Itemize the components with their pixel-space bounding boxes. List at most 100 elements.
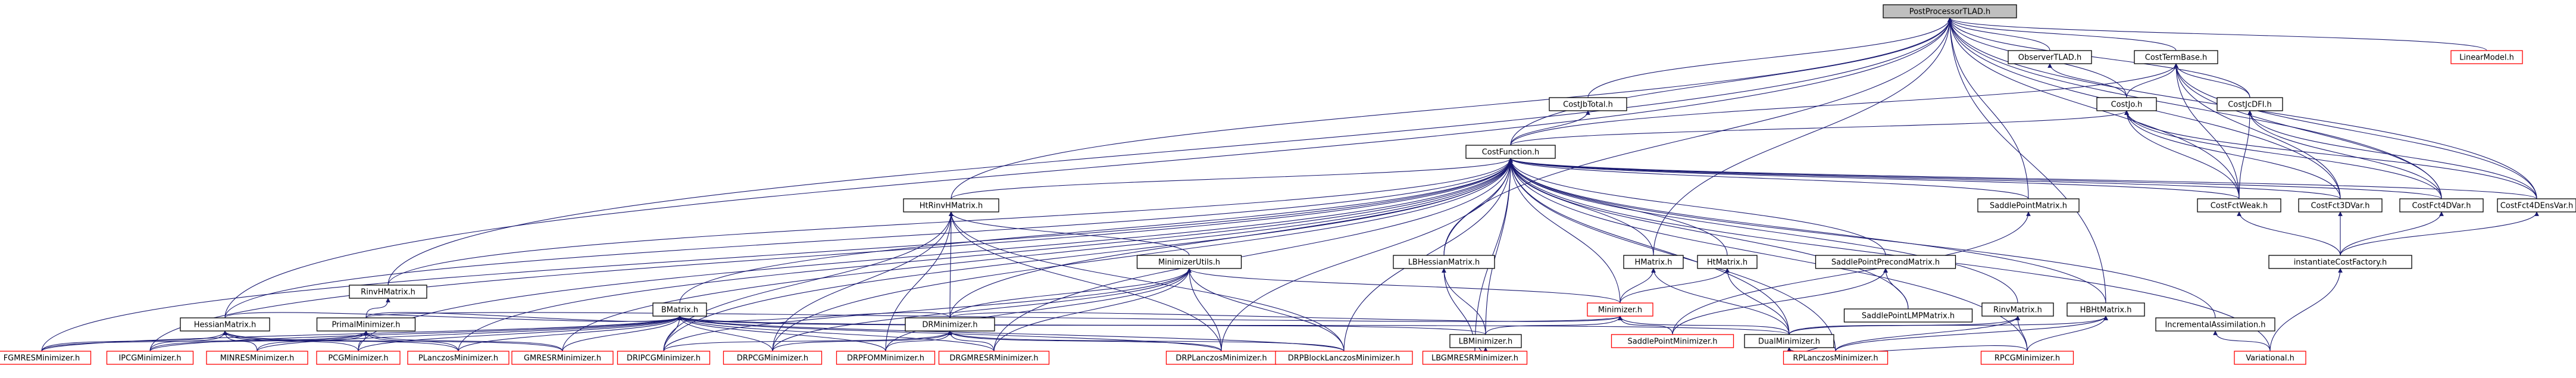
node-primalminimizer[interactable]: PrimalMinimizer.h [316, 317, 416, 332]
edge-cfw-to-cjcdfi [2239, 110, 2252, 199]
edge-dualm-to-htm [1725, 268, 1790, 335]
node-drminimizer[interactable]: DRMinimizer.h [905, 317, 995, 332]
node-rinvhmatrix[interactable]: RinvHMatrix.h [349, 285, 427, 299]
node-label: DualMinimizer.h [1758, 338, 1820, 346]
node-costjbtotal[interactable]: CostJbTotal.h [1549, 97, 1627, 111]
node-box [180, 317, 270, 332]
node-costtermbase[interactable]: CostTermBase.h [2134, 50, 2218, 64]
node-drpfomminimizer[interactable]: DRPFOMMinimizer.h [836, 351, 936, 365]
edge-linmod-to-root [1947, 17, 2487, 51]
node-box [903, 198, 999, 213]
edge-c3d-to-cfun [1508, 158, 2341, 199]
node-drgmresrminimizer[interactable]: DRGMRESRMinimizer.h [938, 351, 1050, 365]
edge-sppm-to-cfun [1508, 158, 1886, 256]
edge-drplan-to-drm [948, 330, 1222, 352]
edge-hessm-to-cfun [224, 158, 1513, 318]
edge-drpcg-to-cfun [772, 158, 1513, 352]
node-hbhtmatrix[interactable]: HBHtMatrix.h [2067, 302, 2145, 317]
node-costfunction[interactable]: CostFunction.h [1465, 145, 1556, 159]
node-gmresrminimizer[interactable]: GMRESRMinimizer.h [511, 351, 614, 365]
node-hessianmatrix[interactable]: HessianMatrix.h [180, 317, 270, 332]
node-box [206, 351, 308, 365]
node-incrementalassimilation[interactable]: IncrementalAssimilation.h [2155, 317, 2275, 332]
node-minimizer[interactable]: Minimizer.h [1587, 302, 1653, 317]
edge-lbm-to-bm [677, 315, 1486, 335]
node-saddlepointminimizer[interactable]: SaddlePointMinimizer.h [1611, 334, 1734, 348]
node-ipcgminimizer[interactable]: IPCGMinimizer.h [106, 351, 194, 365]
node-label: FGMRESMinimizer.h [4, 354, 80, 363]
edge-minz-to-htm [1620, 268, 1730, 304]
edge-var-to-icf [2269, 268, 2343, 352]
node-lbminimizer[interactable]: LBMinimizer.h [1449, 334, 1522, 348]
node-box [2155, 317, 2275, 332]
edge-pcg-to-bm [358, 315, 682, 352]
node-drpcgminimizer[interactable]: DRPCGMinimizer.h [723, 351, 823, 365]
node-lbgmresrminimizer[interactable]: LBGMRESRMinimizer.h [1422, 351, 1528, 365]
edge-pcg-to-hessm [223, 330, 359, 352]
node-label: PostProcessorTLAD.h [1909, 8, 1991, 17]
node-costfctweak[interactable]: CostFctWeak.h [2197, 198, 2281, 213]
edge-rplan-to-rinvm [1835, 315, 2020, 352]
node-label: LBGMRESRMinimizer.h [1431, 354, 1518, 363]
edge-hth-to-cfun [951, 158, 1513, 199]
node-lbhessianmatrix[interactable]: LBHessianMatrix.h [1393, 255, 1495, 269]
node-dualminimizer[interactable]: DualMinimizer.h [1744, 334, 1834, 348]
node-variational[interactable]: Variational.h [2234, 351, 2306, 365]
node-observertlad[interactable]: ObserverTLAD.h [2008, 50, 2092, 64]
node-htmatrix[interactable]: HtMatrix.h [1697, 255, 1758, 269]
node-label: CostFunction.h [1482, 148, 1540, 157]
node-costfct4densvar[interactable]: CostFct4DEnsVar.h [2497, 198, 2576, 213]
edge-c3d-to-cjo [2124, 110, 2341, 199]
node-saddlepointlmpmatrix[interactable]: SaddlePointLMPMatrix.h [1843, 308, 1973, 323]
edge-drgmresr-to-mu [993, 268, 1192, 352]
node-minimizerutils[interactable]: MinimizerUtils.h [1136, 255, 1242, 269]
edge-dualm-to-hbhm [1789, 315, 2108, 335]
node-instantiatecostfactory[interactable]: instantiateCostFactory.h [2268, 255, 2412, 269]
node-costjo[interactable]: CostJo.h [2096, 97, 2157, 111]
node-costfct4dvar[interactable]: CostFct4DVar.h [2399, 198, 2484, 213]
node-pcgminimizer[interactable]: PCGMinimizer.h [316, 351, 401, 365]
edge-c4de-to-cfun [1508, 158, 2537, 199]
node-costfct3dvar[interactable]: CostFct3DVar.h [2298, 198, 2383, 213]
edge-minres-to-bm [257, 315, 682, 352]
node-planczosminimizer[interactable]: PLanczosMinimizer.h [407, 351, 509, 365]
node-linearmodel[interactable]: LinearModel.h [2450, 50, 2523, 64]
node-drplanczosminimizer[interactable]: DRPLanczosMinimizer.h [1165, 351, 1277, 365]
edge-var-to-cfun [1508, 158, 2271, 352]
edge-cfun-to-cjtot [1510, 110, 1590, 146]
edge-primm-to-rinvh [365, 298, 390, 318]
node-rplanczosminimizer[interactable]: RPLanczosMinimizer.h [1783, 351, 1889, 365]
node-fgmresminimizer[interactable]: FGMRESMinimizer.h [0, 351, 92, 365]
edge-gmresr-to-cfun [562, 158, 1513, 352]
node-rpcgminimizer[interactable]: RPCGMinimizer.h [1980, 351, 2074, 365]
node-htrinvhmatrix[interactable]: HtRinvHMatrix.h [903, 198, 999, 213]
edge-cfw-to-ctb [2174, 63, 2240, 199]
node-bmatrix[interactable]: BMatrix.h [652, 302, 707, 317]
node-box [1977, 198, 2080, 213]
edge-splmp-to-sppm [1883, 268, 1909, 310]
node-box [2497, 198, 2576, 213]
node-costjcdfi[interactable]: CostJcDFI.h [2217, 97, 2283, 111]
node-rinvmatrix[interactable]: RinvMatrix.h [1981, 302, 2054, 317]
node-saddlepointmatrix[interactable]: SaddlePointMatrix.h [1977, 198, 2080, 213]
node-box [905, 317, 995, 332]
edge-dualm-to-hm [1651, 268, 1790, 335]
edge-hm-to-root [1653, 17, 1952, 256]
edge-c4d-to-cjo [2124, 110, 2442, 199]
edge-fgmres-to-cfun [41, 158, 1513, 352]
edge-gmresr-to-primm [364, 330, 563, 352]
node-minresminimizer[interactable]: MINRESMinimizer.h [206, 351, 308, 365]
node-box [1981, 302, 2054, 317]
edge-c4d-to-cfun [1508, 158, 2442, 199]
edge-c4de-to-cjo [2124, 110, 2537, 199]
node-hmatrix[interactable]: HMatrix.h [1623, 255, 1684, 269]
edge-drpblk-to-cfun [1343, 158, 1513, 352]
node-saddlepointprecondmatrix[interactable]: SaddlePointPrecondMatrix.h [1815, 255, 1956, 269]
edge-drm-to-minz [949, 312, 1622, 322]
node-drpblocklanczosminimizer[interactable]: DRPBlockLanczosMinimizer.h [1275, 351, 1413, 365]
edge-plan-to-bm [458, 315, 682, 352]
node-postprocessortlad[interactable]: PostProcessorTLAD.h [1883, 4, 2017, 18]
node-dripcgminimizer[interactable]: DRIPCGMinimizer.h [617, 351, 711, 365]
node-label: RPCGMinimizer.h [1994, 354, 2060, 363]
